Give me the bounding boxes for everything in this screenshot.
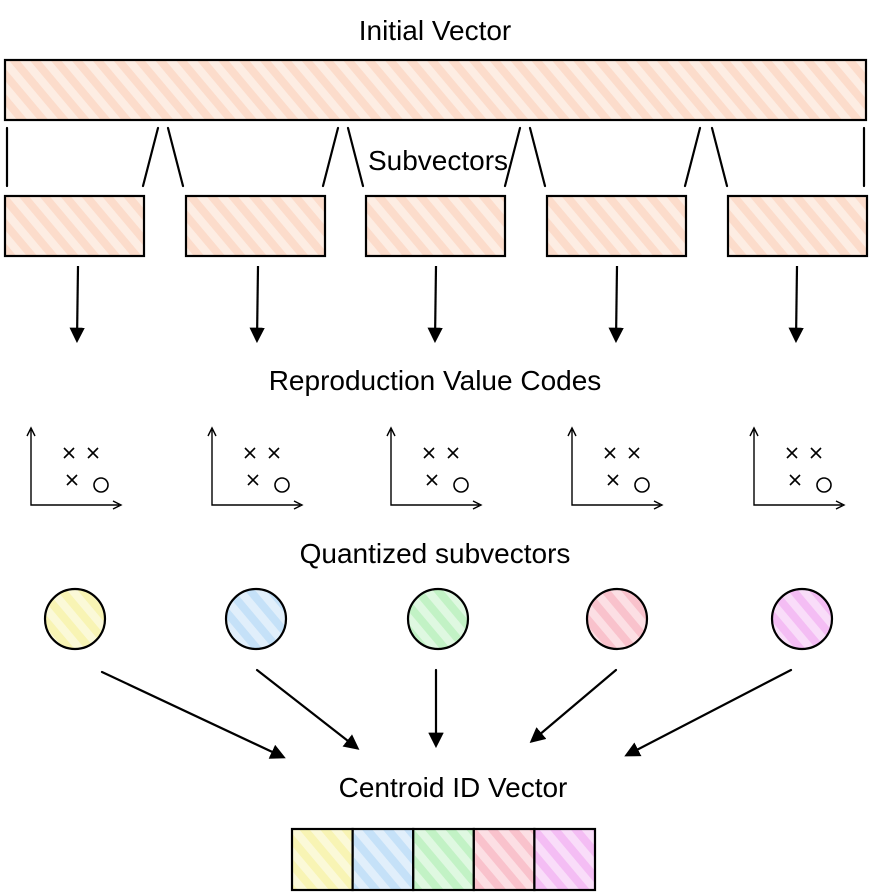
arrow-5 [624, 668, 793, 757]
centroid-circle [585, 587, 649, 651]
codeword-marker [789, 474, 801, 486]
codeword-marker [810, 447, 822, 459]
arrow-4 [529, 668, 618, 743]
codeword-marker [786, 447, 798, 459]
codeword-marker [268, 447, 280, 459]
codebook-plot [567, 426, 664, 510]
centroid-id-cell [533, 827, 597, 892]
selected-codeword-marker [816, 477, 832, 493]
centroid-circle [224, 587, 288, 651]
subvector-down-arrow [69, 265, 85, 344]
subvector-group [3, 194, 869, 258]
centroid-circle [406, 587, 470, 651]
codeword-marker [66, 474, 78, 486]
subvector-box [545, 194, 688, 258]
codeword-marker [63, 447, 75, 459]
codeword-marker [426, 474, 438, 486]
centroid-circle [770, 587, 834, 651]
subvector-down-arrow [788, 265, 804, 344]
centroid-id-cell [472, 827, 536, 892]
subvector-down-arrow [608, 265, 624, 344]
codebook-plot [207, 426, 304, 510]
codeword-marker [607, 474, 619, 486]
codeword-marker [447, 447, 459, 459]
codebook-plot [26, 426, 123, 510]
codeword-marker [604, 447, 616, 459]
subvector-arrows [69, 265, 804, 344]
selected-codeword-marker [453, 477, 469, 493]
subvector-box [364, 194, 507, 258]
quantized-subvectors-title: Quantized subvectors [300, 538, 571, 569]
centroid-circle [43, 587, 107, 651]
subvector-box [726, 194, 869, 258]
initial-vector-bar [3, 58, 868, 122]
centroid-circles [43, 587, 834, 651]
arrow-1 [100, 670, 286, 759]
selected-codeword-marker [93, 477, 109, 493]
subvector-down-arrow [249, 265, 265, 344]
centroid-id-cell [412, 827, 475, 892]
codebook-plot [386, 426, 483, 510]
codeword-marker [244, 447, 256, 459]
initial-vector-title: Initial Vector [359, 15, 512, 46]
centroid-id-vector-title: Centroid ID Vector [339, 772, 568, 803]
centroid-id-cell [290, 827, 354, 892]
codebook-plots [26, 426, 846, 510]
selected-codeword-marker [274, 477, 290, 493]
codeword-marker [628, 447, 640, 459]
subvector-box [184, 194, 327, 258]
centroid-id-cell [351, 827, 415, 892]
subvectors-label: Subvectors [368, 145, 508, 176]
codeword-marker [423, 447, 435, 459]
reproduction-value-codes-title: Reproduction Value Codes [269, 365, 602, 396]
subvector-box [3, 194, 146, 258]
codeword-marker [247, 474, 259, 486]
selected-codeword-marker [634, 477, 650, 493]
converging-arrows [100, 668, 793, 759]
codeword-marker [87, 447, 99, 459]
centroid-id-vector [290, 827, 597, 892]
subvector-down-arrow [427, 265, 443, 344]
arrow-2 [255, 668, 360, 750]
codebook-plot [749, 426, 846, 510]
split-lines [5, 126, 866, 188]
